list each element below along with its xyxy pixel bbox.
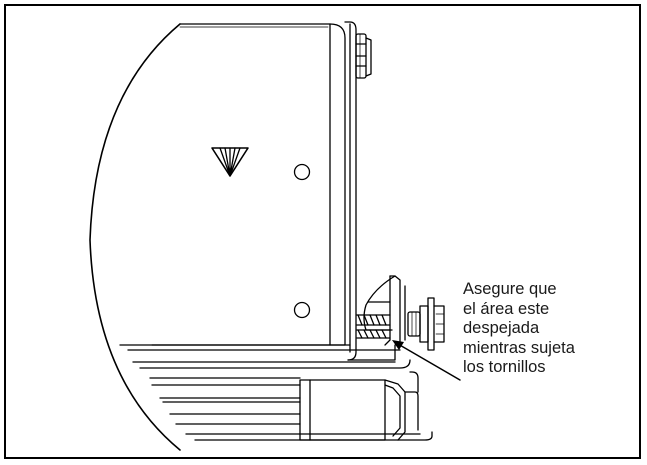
housing-curve [89,23,181,451]
figure-frame [4,4,641,459]
screw [407,297,445,351]
thread-stud [356,314,391,339]
callout-line-5: los tornillos [463,358,546,376]
callout-line-4: mientras sujeta [463,338,575,357]
leader-arrowhead [392,340,404,350]
callout-line-3: despejada [463,319,540,337]
leader-line [397,343,461,381]
top-bolt [355,33,372,79]
flange-outer [344,21,357,361]
main-panel [151,23,346,346]
warning-callout-text: Asegure que el área este despejada mient… [463,280,613,378]
warning-symbol [211,147,249,177]
mounting-hole-upper [293,163,311,181]
bottom-clip [299,371,419,441]
mounting-hole-lower [293,301,311,319]
callout-line-1: Asegure que [463,280,557,298]
callout-line-2: el área este [463,299,550,318]
